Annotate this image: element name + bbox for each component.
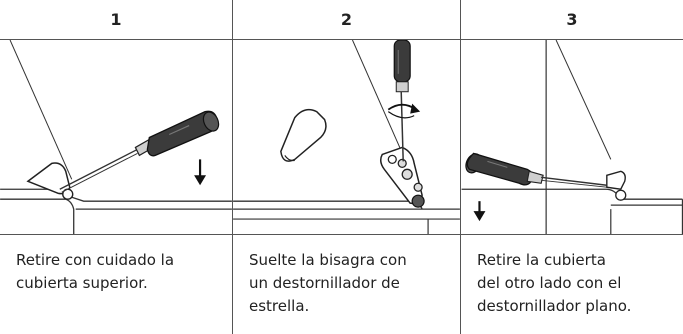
step-2-header: 2	[233, 0, 461, 40]
step-3-header: 3	[461, 0, 683, 40]
hinge-icon	[379, 146, 425, 208]
step-1-illustration	[0, 40, 233, 235]
step-2-line-1: Suelte la bisagra con	[249, 251, 407, 269]
rotate-arrow-icon	[387, 103, 421, 119]
step-1-line-2: cubierta superior.	[16, 274, 148, 292]
arrow-down-icon	[194, 159, 207, 186]
cover-icon	[280, 108, 327, 162]
step-2-text: Suelte la bisagra con un destornillador …	[233, 235, 461, 334]
step-2-drawing	[233, 40, 460, 234]
step-1-number: 1	[110, 10, 122, 29]
step-3-number: 3	[566, 10, 578, 29]
cover-icon	[26, 162, 74, 200]
step-2-illustration	[233, 40, 461, 235]
step-3-illustration	[461, 40, 683, 235]
step-3-line-3: destornillador plano.	[477, 297, 632, 315]
step-2-line-2: un destornillador de	[249, 274, 400, 292]
screwdriver-icon	[393, 40, 411, 162]
step-3-text: Retire la cubierta del otro lado con el …	[461, 235, 683, 334]
step-1-drawing	[0, 40, 232, 234]
cover-icon	[606, 170, 627, 201]
screwdriver-icon	[59, 110, 220, 193]
step-2-line-3: estrella.	[249, 297, 310, 315]
screwdriver-icon	[465, 152, 607, 188]
arrow-down-icon	[473, 201, 486, 222]
step-1-line-1: Retire con cuidado la	[16, 251, 175, 269]
step-2-number: 2	[340, 10, 353, 29]
step-3-line-1: Retire la cubierta	[477, 251, 606, 269]
step-3-drawing	[461, 40, 683, 234]
step-1-header: 1	[0, 0, 233, 40]
step-3-line-2: del otro lado con el	[477, 274, 622, 292]
step-1-text: Retire con cuidado la cubierta superior.	[0, 235, 233, 334]
